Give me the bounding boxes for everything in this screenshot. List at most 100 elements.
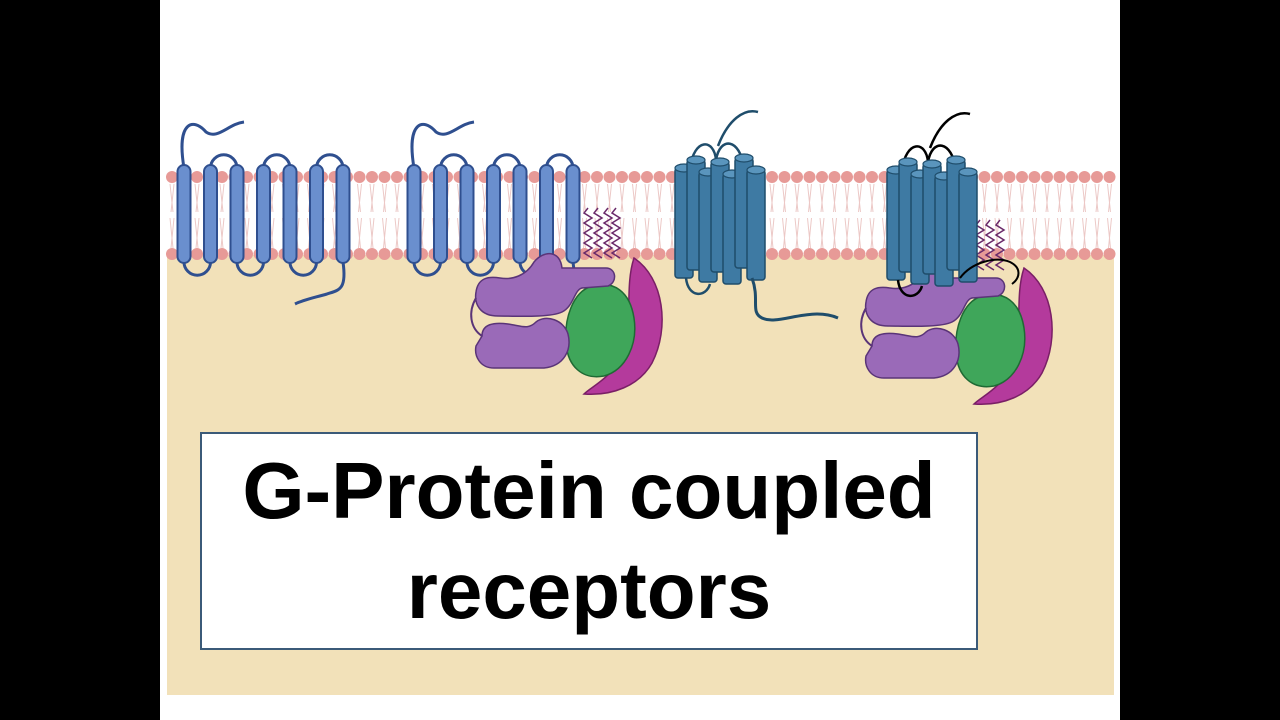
intracellular-loop: [684, 277, 712, 295]
lipid-tail: [808, 217, 812, 249]
lipid-head: [1103, 248, 1116, 260]
lipid-tail: [883, 217, 887, 249]
lipid-tail: [632, 217, 636, 249]
transmembrane-helix: [203, 164, 218, 264]
lipid-tail: [769, 183, 774, 213]
lipid-head: [841, 171, 853, 183]
lipid-tail: [169, 217, 174, 249]
lipid-tail: [870, 217, 875, 249]
title-box: G-Protein coupled receptors: [200, 432, 978, 650]
lipid-tail: [1058, 217, 1062, 249]
lipid-head: [391, 248, 403, 260]
lipid-tail: [595, 183, 600, 213]
helix-cap: [922, 159, 942, 169]
lipid-tail: [169, 183, 174, 213]
transmembrane-helix: [335, 164, 351, 264]
lipid-tail: [382, 183, 386, 213]
lipid-tail: [619, 183, 624, 213]
lipid-tail: [1069, 183, 1074, 213]
lipid-tail: [244, 183, 249, 213]
lipid-head: [828, 171, 841, 183]
lipid-head: [866, 171, 878, 183]
lipid-head: [216, 248, 228, 260]
lipid-head: [391, 171, 403, 183]
lipid-tail: [658, 183, 662, 213]
lipid-tail: [557, 217, 561, 249]
lipid-tail: [995, 183, 1000, 213]
helix-cap: [898, 157, 918, 167]
lipid-tail: [219, 217, 224, 249]
extracellular-loop: [315, 153, 345, 169]
lipid-head: [653, 171, 666, 183]
lipid-tail: [194, 217, 199, 249]
lipid-head: [641, 248, 653, 260]
lipid-tail: [644, 183, 649, 213]
lipid-head: [778, 171, 791, 183]
lipid-tail: [808, 183, 812, 213]
lipid-head: [628, 171, 641, 183]
lipid-head: [828, 248, 841, 260]
lipid-tail: [1107, 183, 1111, 213]
lipid-tail: [508, 183, 512, 213]
c-terminus: [750, 277, 839, 322]
lipid-tail: [369, 217, 374, 249]
lipid-tail: [1083, 217, 1087, 249]
lipid-tail: [833, 217, 837, 249]
lipid-head: [1003, 248, 1016, 260]
lipid-tail: [1094, 217, 1099, 249]
lipid-tail: [270, 183, 275, 213]
lipid-tail: [582, 183, 586, 213]
lipid-tail: [220, 183, 225, 213]
lipid-tail: [770, 183, 775, 213]
lipid-tail: [1019, 217, 1024, 249]
lipid-head: [166, 248, 178, 260]
lipid-head: [191, 171, 203, 183]
lipid-head: [1028, 248, 1041, 260]
lipid-head: [1066, 171, 1078, 183]
lipid-tail: [1094, 183, 1099, 213]
lipid-tail: [357, 183, 361, 213]
lipid-tail: [1020, 217, 1025, 249]
lipid-tail: [245, 183, 250, 213]
lipid-tail: [807, 183, 811, 213]
lipid-tail: [869, 217, 874, 249]
lipid-tail: [557, 183, 561, 213]
lipid-tail: [607, 217, 611, 249]
lipid-tail: [882, 183, 886, 213]
lipid-tail: [170, 217, 175, 249]
lipid-tail: [845, 217, 850, 249]
lipid-tail: [369, 183, 374, 213]
lipid-tail: [270, 217, 275, 249]
g-alpha-subunit-lower: [864, 327, 960, 379]
lipid-tail: [594, 183, 599, 213]
intracellular-loop: [288, 261, 318, 277]
transmembrane-helix: [512, 164, 528, 264]
lipid-tail: [819, 217, 824, 249]
intracellular-loop: [182, 261, 212, 277]
lipid-tail: [507, 183, 511, 213]
lipid-tail: [1008, 217, 1012, 249]
lipid-tail: [1007, 217, 1011, 249]
lipid-head: [216, 171, 228, 183]
lipid-tail: [383, 217, 387, 249]
lipid-tail: [633, 217, 637, 249]
lipid-tail: [482, 217, 486, 249]
lipid-head: [1016, 171, 1028, 183]
lipid-head: [641, 171, 653, 183]
g-alpha-subunit-lower: [474, 317, 570, 369]
lipid-head: [791, 248, 803, 260]
lipid-head: [528, 248, 541, 260]
lipid-tail: [558, 217, 562, 249]
lipid-head: [853, 248, 866, 260]
lipid-head: [853, 171, 866, 183]
lipid-tail: [869, 183, 874, 213]
lipid-head: [991, 171, 1003, 183]
lipid-anchor: [602, 207, 614, 259]
lipid-anchor: [994, 219, 1006, 271]
gpcr-3d-receptor-active: [886, 112, 978, 297]
lipid-tail: [1082, 183, 1086, 213]
lipid-tail: [645, 183, 650, 213]
lipid-tail: [1033, 217, 1037, 249]
lipid-head: [1103, 171, 1116, 183]
lipid-tail: [358, 217, 362, 249]
